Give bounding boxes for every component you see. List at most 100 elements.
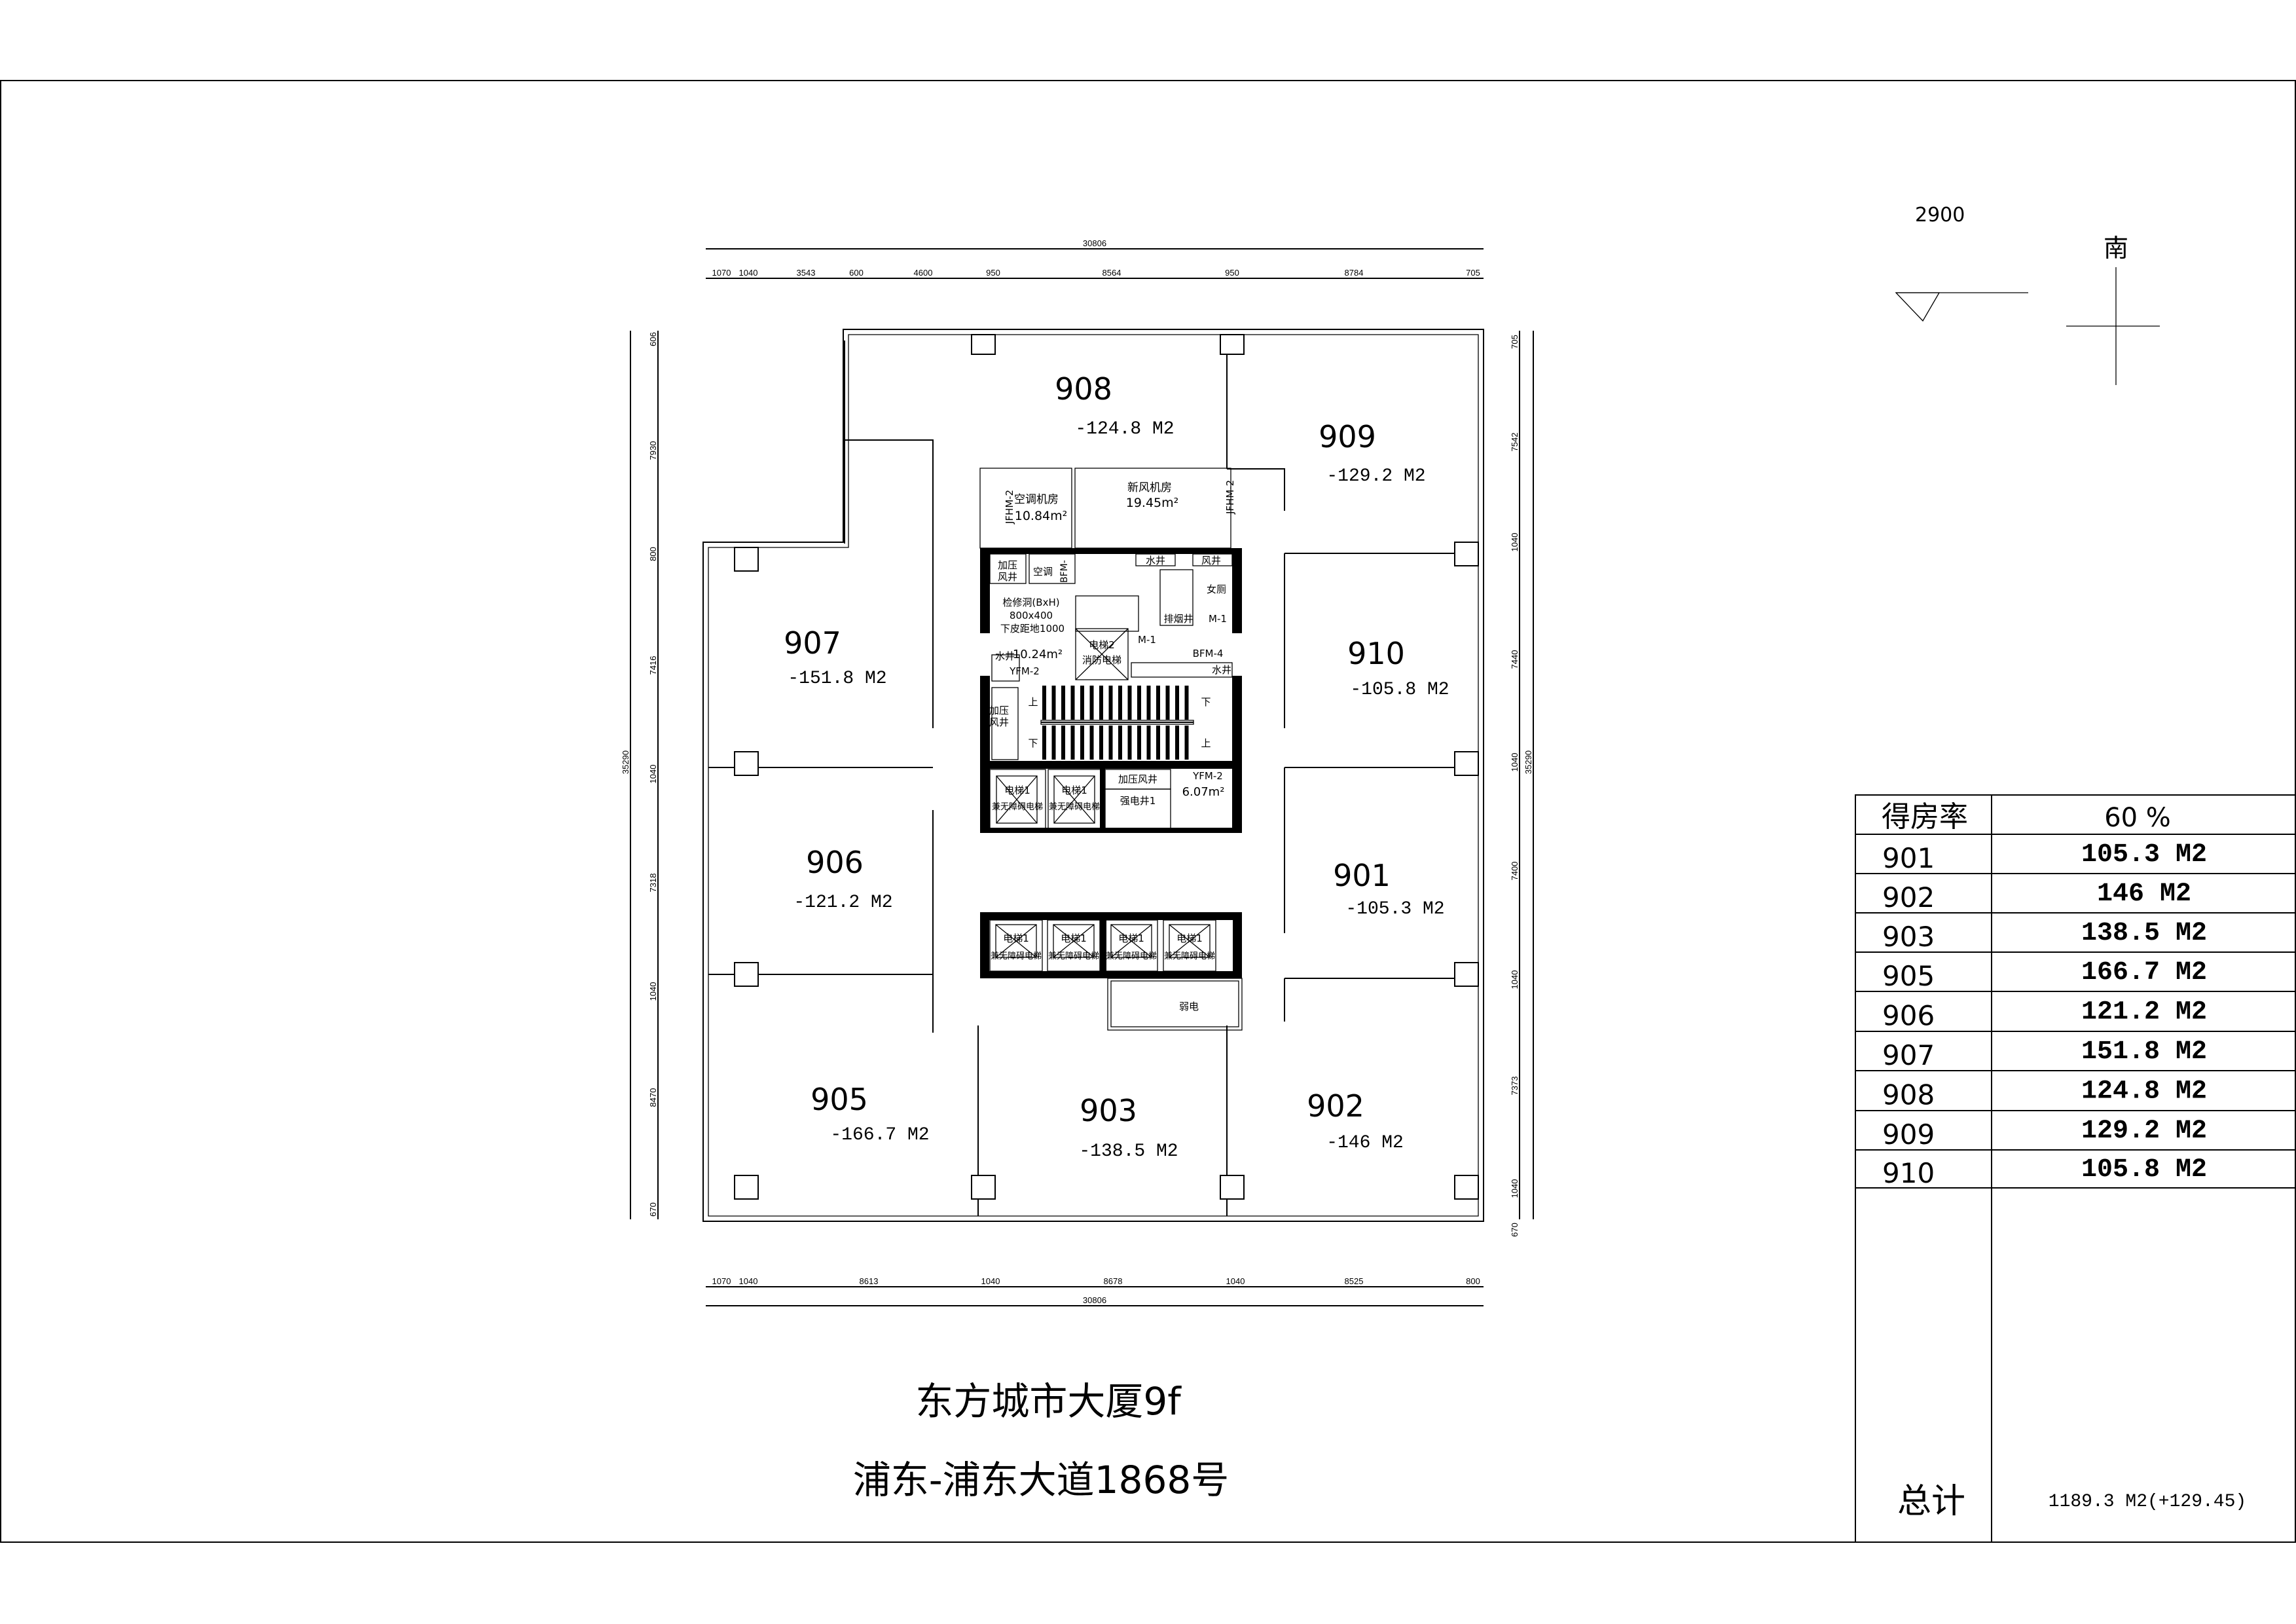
dimension-value: 670 [1510, 1223, 1520, 1237]
door-tag: JFHM-2 [1224, 480, 1236, 515]
room-903: 903-138.5 M2 [1079, 1093, 1178, 1162]
stair-tread [1051, 726, 1056, 760]
dimension-value: 1070 [712, 268, 731, 278]
dimension-value: 7440 [1510, 650, 1520, 669]
stair-tread [1042, 726, 1046, 760]
unit-number: 903 [1882, 921, 1935, 953]
unit-number: 908 [1882, 1079, 1935, 1111]
weak-power-room-label: 弱电 [1179, 1001, 1199, 1012]
elevator-sub-label: 兼无障碍电梯 [1164, 951, 1215, 961]
staircase [1042, 686, 1189, 760]
door-tag: JFHM-2 [1004, 490, 1015, 525]
unit-number: 909 [1882, 1118, 1935, 1151]
stair-tread [1165, 686, 1170, 720]
elevator-sub-label: 兼无障碍电梯 [991, 951, 1042, 961]
building-outline [702, 329, 1484, 1222]
room-area: -151.8 M2 [788, 669, 886, 689]
stair-tread [1165, 726, 1170, 760]
stair-tread [1061, 726, 1065, 760]
dimension-value: 705 [1510, 335, 1520, 349]
stair-tread [1127, 726, 1132, 760]
stair-down-label: 下 [1201, 696, 1211, 708]
stair-tread [1080, 686, 1084, 720]
room-number: 903 [1080, 1093, 1137, 1128]
dimension-value: 1040 [981, 1276, 1000, 1286]
unit-number: 901 [1882, 842, 1935, 874]
access-hole-size: 800x400 [1010, 610, 1053, 621]
smoke-shaft-label: 排烟井 [1163, 613, 1193, 625]
unit-area: 146 M2 [2097, 879, 2191, 909]
dimension-value: 8470 [648, 1088, 658, 1107]
room-number: 902 [1307, 1088, 1364, 1124]
lobby-area: 10.24m² [1013, 648, 1063, 661]
room-901: 901-105.3 M2 [1333, 858, 1445, 919]
room-area: -166.7 M2 [830, 1125, 929, 1145]
elevator-label: 电梯1 [1118, 932, 1144, 944]
dimension-value: 800 [1466, 1276, 1480, 1286]
room-905: 905-166.7 M2 [811, 1082, 930, 1145]
elevator-sub-label: 兼无障碍电梯 [1048, 951, 1099, 961]
room-number: 910 [1347, 636, 1405, 671]
building-title: 东方城市大厦9f [915, 1379, 1182, 1424]
stair-tread [1137, 686, 1141, 720]
door-tag: M-1 [1138, 634, 1156, 646]
fire-elevator-label: 消防电梯 [1082, 654, 1121, 666]
dimension-value: 1040 [1226, 1276, 1245, 1286]
room-910: 910 -105.8 M2 [1347, 636, 1449, 700]
total-value: 1189.3 M2(+129.45) [2049, 1492, 2246, 1512]
stair-tread [1156, 686, 1160, 720]
dimension-value: 8564 [1102, 268, 1121, 278]
elevation-marker: 2900 [1895, 204, 2028, 322]
stair-tread [1184, 686, 1189, 720]
unit-area: 138.5 M2 [2081, 919, 2207, 948]
occupancy-rate-value: 60 % [2104, 803, 2171, 833]
fresh-air-room-label: 新风机房 [1127, 481, 1172, 494]
unit-area: 151.8 M2 [2081, 1037, 2207, 1067]
building-address: 浦东-浦东大道1868号 [853, 1458, 1230, 1502]
water-shaft-label: 水井 [995, 650, 1015, 662]
dimension-total: 35290 [1523, 750, 1533, 774]
pressure-shaft-label: 风井 [998, 571, 1017, 583]
pressure-shaft-label: 加压风井 [1118, 773, 1157, 785]
stair-tread [1175, 686, 1179, 720]
stair-tread [1108, 686, 1113, 720]
door-tag: BFM-4 [1193, 648, 1224, 659]
dimension-total: 30806 [1083, 238, 1106, 248]
room-902: 902-146 M2 [1307, 1088, 1404, 1153]
dimension-value: 1040 [1510, 533, 1520, 552]
womens-wc-label: 女厕 [1207, 583, 1226, 595]
dimension-value: 950 [1225, 268, 1239, 278]
unit-number: 907 [1882, 1039, 1935, 1071]
stair-up-label: 上 [1201, 737, 1211, 749]
pressure-shaft-label: 风井 [989, 716, 1009, 728]
stair-tread [1042, 686, 1046, 720]
unit-area: 129.2 M2 [2081, 1116, 2207, 1146]
dimension-value: 1040 [739, 1276, 758, 1286]
elevator-shaft [1104, 919, 1158, 972]
stair-tread [1080, 726, 1084, 760]
unit-area: 121.2 M2 [2081, 998, 2207, 1027]
fire-elevator-label: 电梯2 [1089, 639, 1115, 651]
elevator-sub-label: 兼无障碍电梯 [1049, 802, 1100, 812]
elevator-shaft [1047, 919, 1101, 972]
total-label: 总计 [1897, 1482, 1965, 1521]
stair-tread [1089, 686, 1094, 720]
room-area: -105.8 M2 [1350, 680, 1449, 700]
door-tag: M-1 [1209, 613, 1227, 625]
room-number: 901 [1333, 858, 1391, 893]
dimension-value: 1040 [648, 765, 658, 784]
access-hole-height: 下皮距地1000 [1000, 623, 1065, 635]
stair-tread [1184, 726, 1189, 760]
stair-tread [1051, 686, 1056, 720]
unit-number: 906 [1882, 1000, 1935, 1032]
room-area: -121.2 M2 [793, 893, 892, 913]
elevator-label: 电梯1 [1176, 932, 1203, 944]
door-tag: YFM-2 [1192, 770, 1223, 782]
dimension-value: 7318 [648, 874, 658, 893]
elevator-shaft [989, 919, 1043, 972]
building-core [979, 468, 1242, 833]
